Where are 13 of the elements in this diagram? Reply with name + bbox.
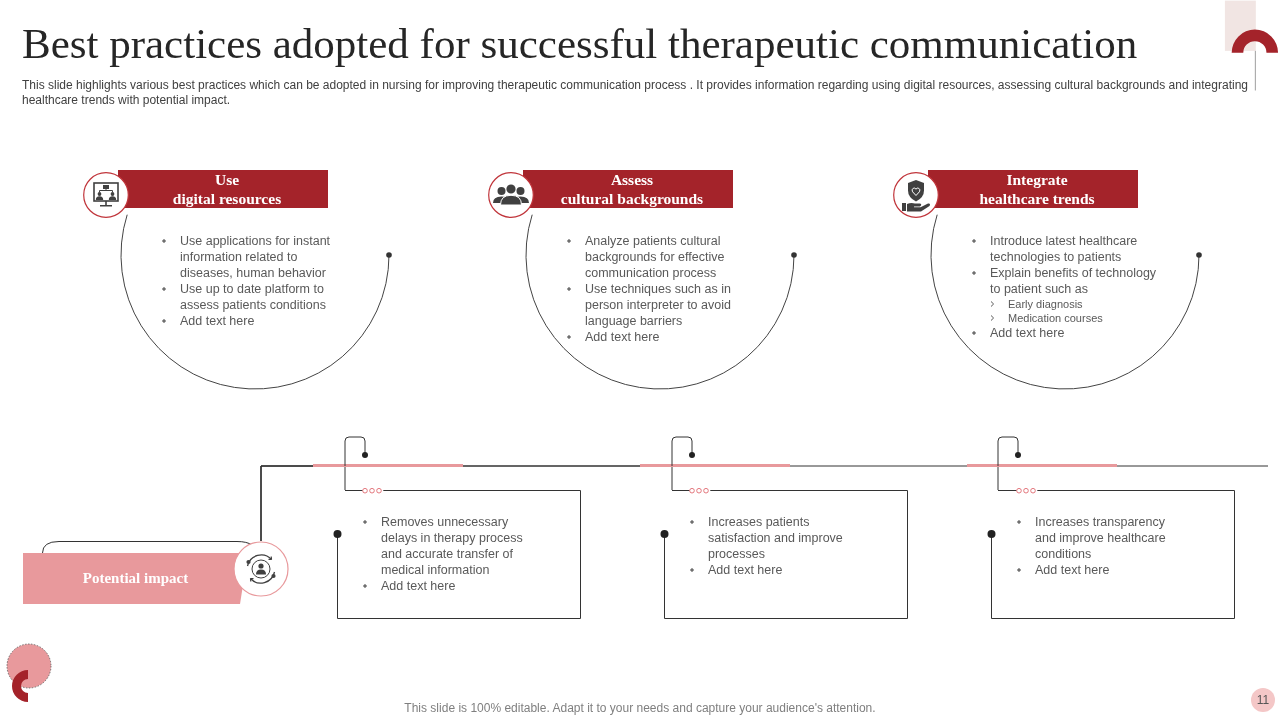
card-header: Assess cultural backgrounds bbox=[523, 170, 733, 208]
practice-card bbox=[893, 170, 1203, 391]
slide-title: Best practices adopted for successful therapeutic communication bbox=[22, 19, 1138, 69]
card-header: Integrate healthcare trends bbox=[928, 170, 1138, 208]
subtitle-text: This slide highlights various best practices which can be adopted in nursing for improving therapeutic communication process . It provides information regarding using digital resources, assessing cultural backgrounds and integrating healthcare trends with potential impact. bbox=[22, 78, 1248, 107]
tab-label: Potential impact bbox=[81, 569, 190, 588]
page-number: 11 bbox=[1251, 688, 1275, 712]
practice-card bbox=[488, 170, 798, 391]
bullet-item: Explain benefits of technology to patient such as bbox=[970, 265, 1158, 297]
practice-card bbox=[83, 170, 393, 391]
footer-note: This slide is 100% editable. Adapt it to your needs and capture your audience's attention. bbox=[404, 701, 876, 716]
impact-tab bbox=[23, 541, 289, 604]
card-header: Use digital resources bbox=[118, 170, 328, 208]
